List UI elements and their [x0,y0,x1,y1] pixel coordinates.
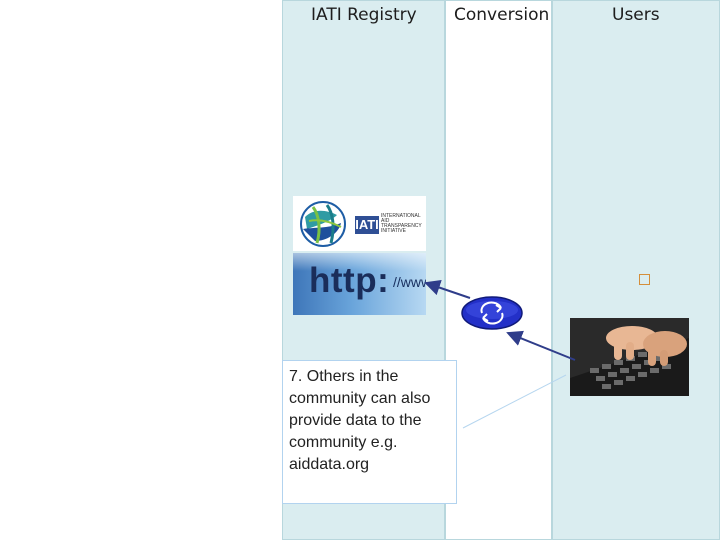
http-banner-text: http: [309,261,390,300]
http-banner-shine [293,253,426,271]
square-icon [639,274,650,285]
globe-icon [300,201,346,247]
note-box: 7. Others in the community can also prov… [282,360,457,504]
logo-line: AID [381,218,390,224]
http-banner: http: //www [293,253,426,315]
arrow-users-to-conversion [506,330,576,361]
logo-line: INTERNATIONAL [381,213,421,219]
logo-line: INITIATIVE [381,228,406,234]
logo-line: TRANSPARENCY [381,223,422,229]
lane-title-conversion: Conversion [454,5,550,25]
arrow-conversion-to-registry [424,279,471,299]
laptop-keyboard-icon [570,318,689,396]
lane-title-users: Users [612,5,660,25]
note-pointer-line [462,374,567,429]
lane-title-iati-registry: IATI Registry [311,5,417,25]
refresh-icon [461,296,523,330]
iati-logo-mark: IATI [355,216,379,234]
iati-logo: IATI INTERNATIONAL AID TRANSPARENCY INIT… [293,196,426,251]
lane-conversion [445,0,552,540]
http-banner-suffix: //www [393,274,426,290]
iati-logo-wordmark: INTERNATIONAL AID TRANSPARENCY INITIATIV… [381,214,426,234]
